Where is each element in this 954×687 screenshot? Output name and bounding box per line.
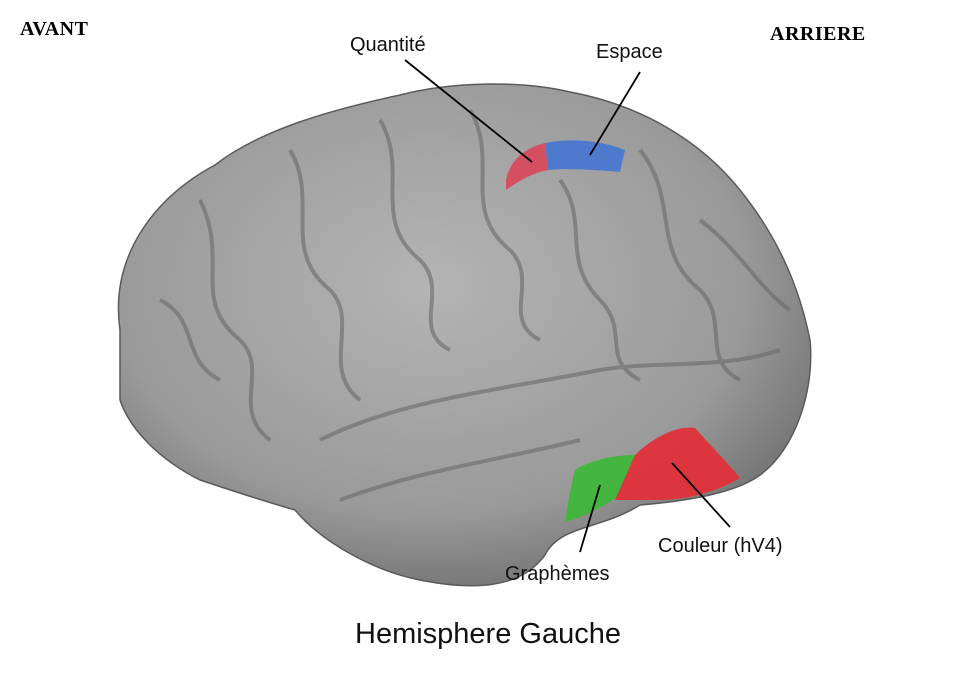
color-region [615, 427, 740, 500]
graphemes-region [565, 455, 635, 522]
space-label: Espace [596, 41, 663, 63]
leader-lines [404, 59, 731, 553]
back-label: ARRIERE [770, 23, 866, 45]
quantity-region [506, 143, 548, 190]
brain-left-hemisphere [117, 83, 812, 587]
front-label: AVANT [20, 18, 89, 40]
graphemes-label: Graphèmes [505, 563, 610, 585]
color-label: Couleur (hV4) [658, 535, 783, 557]
brain-gyri [159, 108, 792, 502]
diagram-title: Hemisphere Gauche [355, 618, 621, 650]
quantity-label: Quantité [350, 34, 426, 56]
space-region [545, 140, 625, 172]
